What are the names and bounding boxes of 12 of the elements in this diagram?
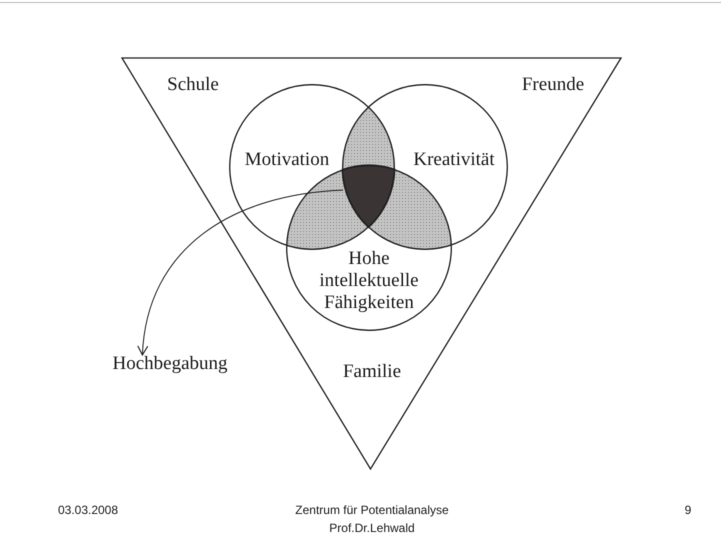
region-label: Familie <box>342 361 402 383</box>
shaded-center-region <box>342 164 396 228</box>
region-label: Schule <box>167 74 219 96</box>
region-label: Freunde <box>522 74 584 96</box>
circle-label: Kreativität <box>413 149 495 171</box>
date-footer: 03.03.2008 <box>58 501 118 519</box>
callout-label: Hochbegabung <box>112 353 228 375</box>
circle-label: Motivation <box>244 149 330 171</box>
page-number: 9 <box>684 502 692 519</box>
footer-text: Zentrum für Potentialanalyse Prof.Dr.Lehwald <box>294 502 450 537</box>
leader-arrow <box>138 190 344 356</box>
circle-label: Hohe intellektuelle Fähigkeiten <box>318 248 420 314</box>
